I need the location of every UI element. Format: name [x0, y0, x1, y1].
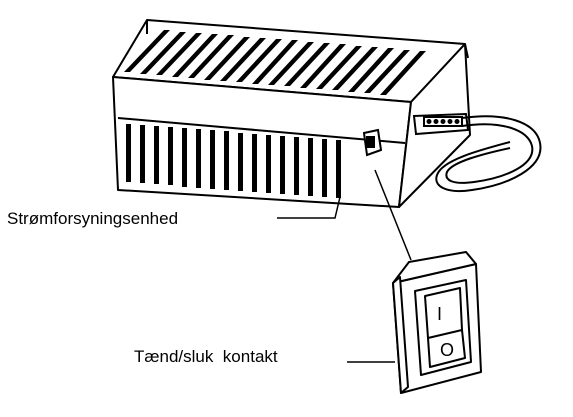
- switch-on-symbol: I: [437, 304, 442, 324]
- label-power-supply: Strømforsyningsenhed: [7, 209, 178, 228]
- label-switch: Tænd/sluk kontakt: [134, 347, 278, 366]
- cable-connector: [414, 114, 468, 134]
- unit-switch-small: [364, 130, 381, 155]
- switch-off-symbol: O: [440, 340, 454, 360]
